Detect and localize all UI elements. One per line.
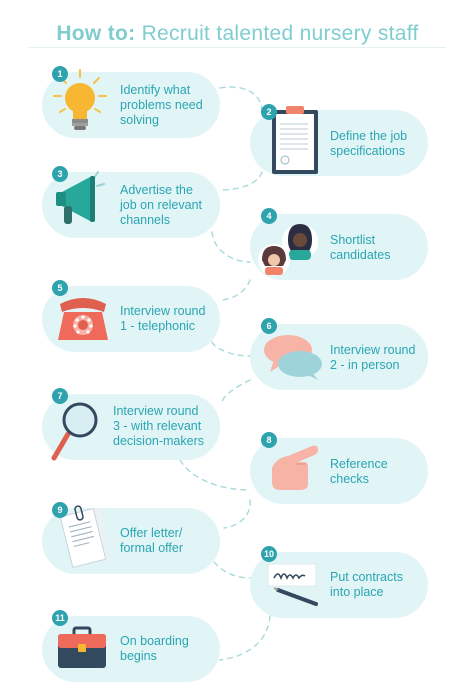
- step-label: Put contracts into place: [330, 570, 403, 599]
- step-label: On boarding begins: [120, 634, 189, 663]
- page-title: How to: Recruit talented nursery staff: [0, 22, 475, 46]
- step-10: 10 Put contracts into place: [250, 546, 428, 618]
- step-label: Shortlist candidates: [330, 233, 391, 262]
- step-number-badge: 8: [261, 432, 277, 448]
- lightbulb-icon: [53, 69, 107, 130]
- step-label: Interview round 2 - in person: [330, 343, 416, 372]
- step-number-badge: 2: [261, 104, 277, 120]
- step-number-badge: 10: [261, 546, 277, 562]
- clipboard-icon: [272, 106, 318, 174]
- step-1: 1 Identify what problems need solving: [42, 66, 220, 138]
- step-label: Advertise the job on relevant channels: [120, 183, 203, 227]
- step-number-badge: 7: [52, 388, 68, 404]
- step-label: Identify what problems need solving: [120, 83, 203, 127]
- step-number-badge: 1: [52, 66, 68, 82]
- step-number-badge: 11: [52, 610, 68, 626]
- step-label: Interview round 1 - telephonic: [120, 304, 206, 333]
- megaphone-icon: [56, 171, 105, 224]
- briefcase-icon: [58, 626, 106, 668]
- step-label: Interview round 3 - with relevant decisi…: [113, 404, 205, 448]
- step-number-badge: 4: [261, 208, 277, 224]
- magnifying-glass-icon: [51, 402, 98, 461]
- pointing-hand-icon: [272, 445, 318, 490]
- candidates-icon: [258, 224, 318, 276]
- step-label: Offer letter/ formal offer: [120, 526, 183, 555]
- offer-letter-icon: [59, 505, 110, 568]
- signature-pen-icon: [267, 563, 318, 606]
- step-8: 8 Reference checks: [250, 432, 428, 504]
- title-rest: Recruit talented nursery staff: [141, 22, 419, 45]
- step-number-badge: 3: [52, 166, 68, 182]
- title-divider: [28, 47, 446, 48]
- title-bold: How to:: [56, 22, 136, 45]
- step-label: Reference checks: [330, 457, 388, 486]
- telephone-icon: [58, 298, 108, 340]
- step-label: Define the job specifications: [330, 129, 408, 158]
- step-number-badge: 5: [52, 280, 68, 296]
- step-number-badge: 6: [261, 318, 277, 334]
- step-5: 5 Interview round 1 - telephonic: [42, 280, 220, 352]
- speech-bubbles-icon: [264, 335, 322, 380]
- step-number-badge: 9: [52, 502, 68, 518]
